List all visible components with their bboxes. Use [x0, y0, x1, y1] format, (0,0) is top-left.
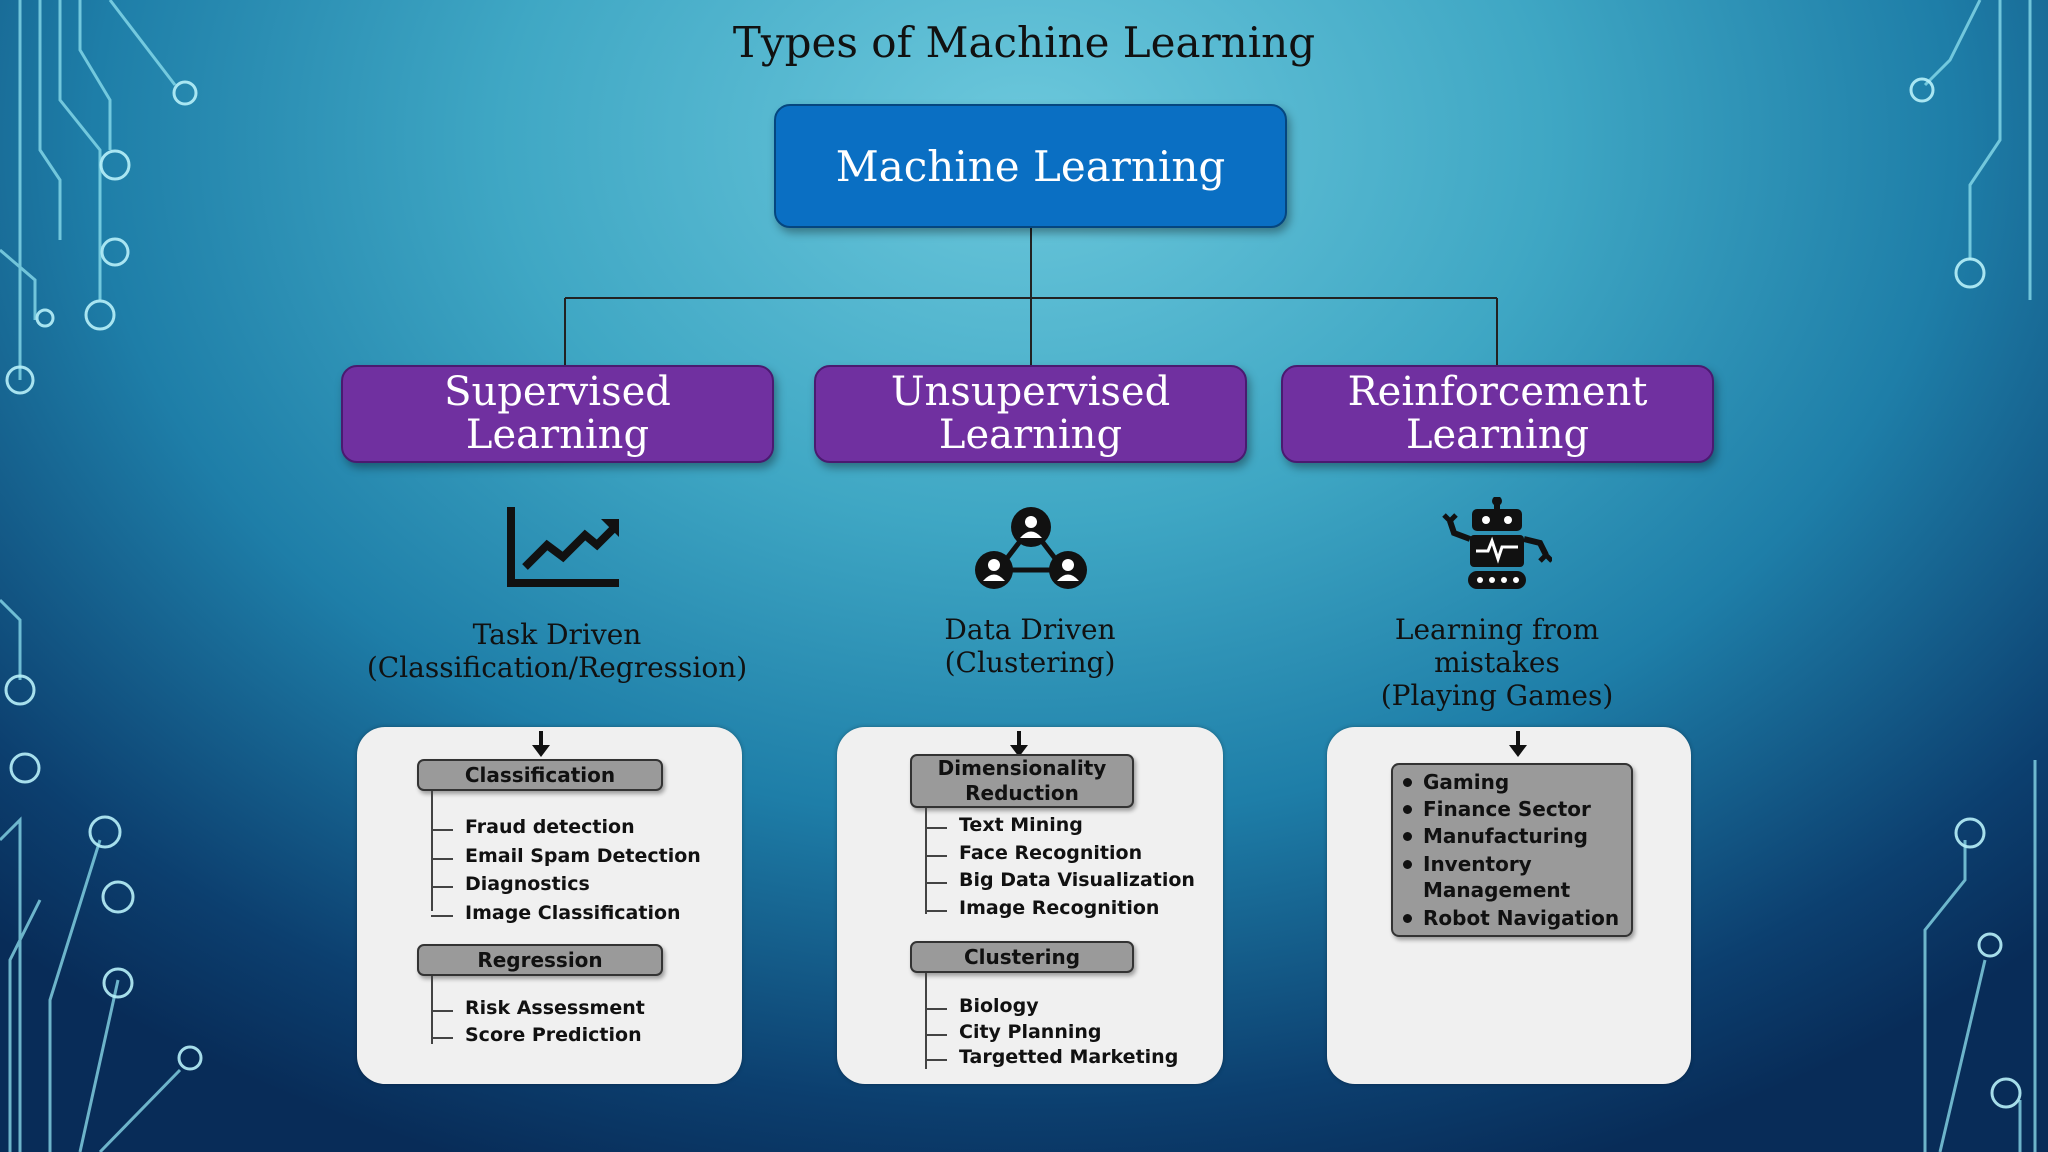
machine-learning-node: Machine Learning — [774, 104, 1287, 228]
bullet-text: Inventory — [1423, 852, 1532, 876]
list-item: Score Prediction — [431, 1024, 642, 1046]
bullet-text: Gaming — [1423, 770, 1510, 794]
applications-box: Gaming Finance Sector Manufacturing Inve… — [1391, 763, 1633, 937]
unsupervised-panel: Dimensionality Reduction Text Mining Fac… — [837, 727, 1223, 1084]
list-item: Diagnostics — [431, 873, 590, 895]
list-item: Image Classification — [431, 902, 681, 924]
tree-connector — [925, 808, 927, 914]
list-item: Face Recognition — [924, 842, 1143, 864]
reinforcement-panel: Gaming Finance Sector Manufacturing Inve… — [1327, 727, 1691, 1084]
classification-header: Classification — [417, 759, 663, 791]
dimensionality-reduction-header: Dimensionality Reduction — [910, 754, 1134, 808]
header-label: Reduction — [965, 781, 1079, 805]
list-item: Text Mining — [925, 814, 1083, 836]
category-label-line: Reinforcement — [1347, 369, 1648, 415]
header-label: Dimensionality — [937, 756, 1107, 780]
down-arrow-icon — [532, 731, 550, 757]
description-line: (Clustering) — [944, 646, 1116, 679]
header-label: Regression — [477, 947, 603, 972]
description-line: Task Driven — [472, 618, 642, 651]
description-line: Data Driven — [944, 613, 1116, 646]
list-item: Targetted Marketing — [924, 1046, 1179, 1068]
clustering-header: Clustering — [910, 941, 1134, 973]
line-chart-icon — [507, 507, 619, 587]
tree-connector — [431, 791, 433, 911]
list-item: Image Recognition — [924, 897, 1160, 919]
category-label-line: Supervised — [444, 369, 671, 415]
reinforcement-description: Learning from mistakes (Playing Games) — [1297, 613, 1697, 712]
category-label-line: Learning — [1405, 412, 1590, 458]
bullet-item: Inventory Management — [1402, 851, 1571, 903]
supervised-panel: Classification Fraud detection Email Spa… — [357, 727, 742, 1084]
list-item: Risk Assessment — [431, 997, 645, 1019]
down-arrow-icon — [1010, 731, 1028, 757]
bullet-text: Finance Sector — [1423, 797, 1591, 821]
bullet-text: Robot Navigation — [1423, 906, 1620, 930]
user-cluster-icon — [975, 507, 1087, 589]
machine-learning-label: Machine Learning — [835, 141, 1226, 191]
description-line: Learning from — [1394, 613, 1600, 646]
tree-connector — [925, 973, 927, 1069]
list-item: Email Spam Detection — [431, 845, 701, 867]
list-item: Fraud detection — [431, 816, 635, 838]
unsupervised-description: Data Driven (Clustering) — [830, 613, 1230, 679]
header-label: Classification — [464, 762, 616, 787]
category-label-line: Unsupervised — [890, 369, 1171, 415]
bullet-item: Robot Navigation — [1402, 905, 1620, 931]
list-item: Big Data Visualization — [925, 869, 1195, 891]
bullet-item: Gaming — [1402, 769, 1510, 795]
bullet-item: Finance Sector — [1403, 796, 1591, 822]
down-arrow-icon — [1509, 731, 1527, 757]
robot-icon — [1442, 497, 1552, 589]
diagram-title: Types of Machine Learning — [732, 18, 1316, 67]
list-item: City Planning — [925, 1021, 1102, 1043]
bullet-text: Management — [1423, 878, 1571, 902]
description-line: (Classification/Regression) — [366, 651, 748, 684]
category-label-line: Learning — [465, 412, 650, 458]
description-line: mistakes — [1434, 646, 1560, 679]
header-label: Clustering — [963, 944, 1081, 969]
regression-header: Regression — [417, 944, 663, 976]
bullet-text: Manufacturing — [1423, 824, 1588, 848]
description-line: (Playing Games) — [1380, 679, 1614, 712]
bullet-item: Manufacturing — [1403, 823, 1588, 849]
supervised-description: Task Driven (Classification/Regression) — [327, 618, 787, 684]
list-item: Biology — [925, 995, 1039, 1017]
category-label-line: Learning — [938, 412, 1123, 458]
